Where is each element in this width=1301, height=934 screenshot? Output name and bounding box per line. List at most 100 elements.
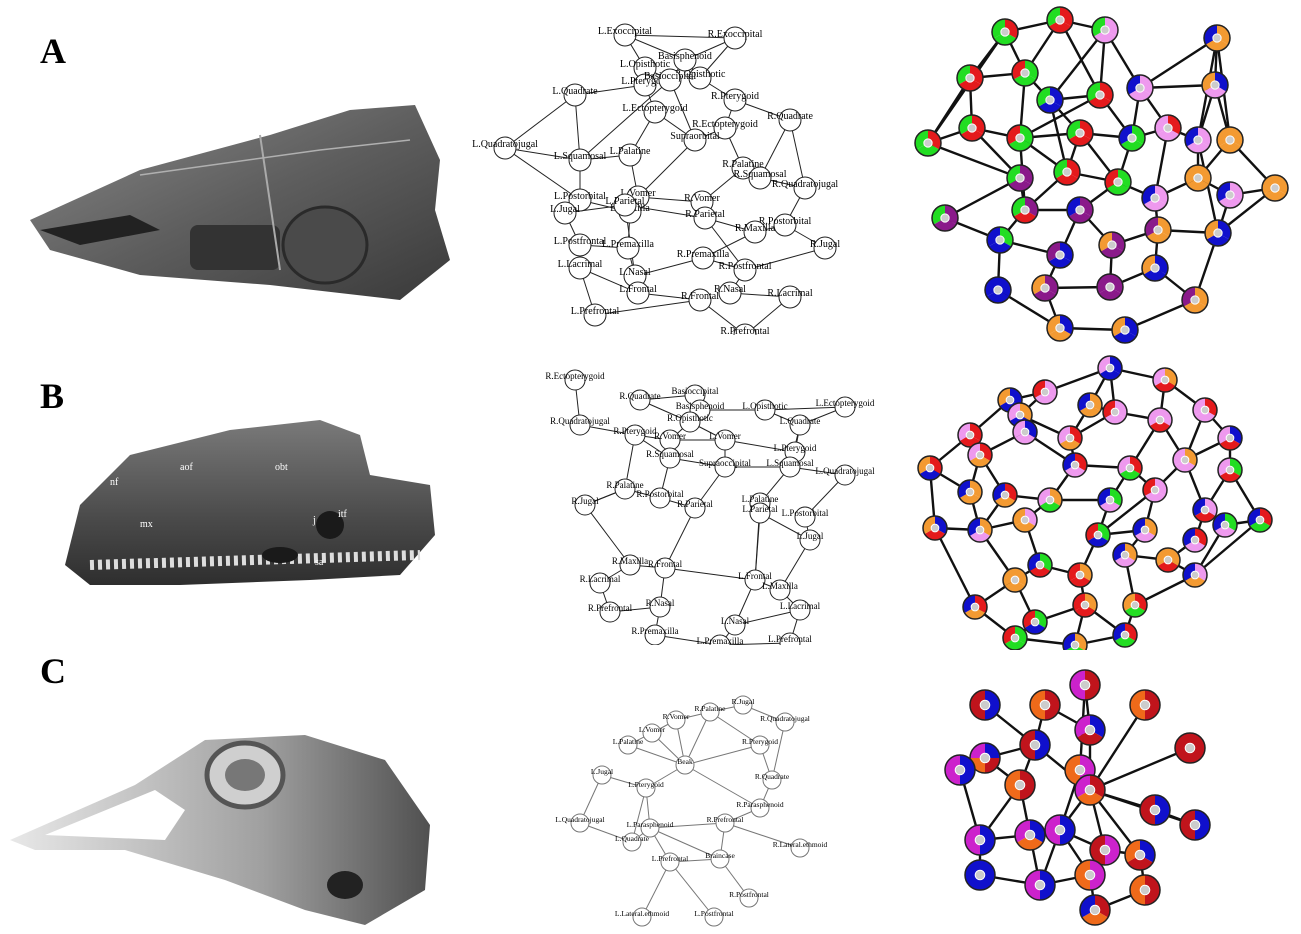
panel-b: B nf aof obt sq mx j itf sa R.Ectopteryg…	[0, 335, 1301, 645]
network-node: R.Maxilla	[612, 555, 648, 575]
network-node: L.Squamosal	[554, 149, 607, 171]
network-node-label: L.Quadratojugal	[815, 466, 875, 476]
network-node: R.Quadrate	[755, 771, 790, 789]
network-node-label: Supraoccipital	[699, 458, 751, 468]
module-node	[1148, 408, 1172, 432]
network-node-label: L.Quadratojugal	[555, 815, 604, 824]
network-node-label: L.Ectopterygoid	[622, 103, 687, 114]
module-node	[1025, 870, 1055, 900]
network-node-label: L.Jugal	[797, 531, 824, 541]
module-node	[1183, 563, 1207, 587]
network-node-label: Supraorbital	[670, 131, 720, 142]
network-node-label: L.Postfrontal	[554, 236, 607, 247]
network-node: L.Jugal	[550, 202, 580, 224]
network-node-label: L.Quadratojugal	[472, 139, 538, 150]
network-node-label: R.Squamosal	[646, 449, 694, 459]
network-node-label: L.Prefrontal	[652, 854, 688, 863]
network-node: R.Parasphenoid	[736, 799, 784, 817]
network-node-label: L.Exoccipital	[598, 26, 652, 37]
module-node	[1130, 690, 1160, 720]
module-node	[1047, 242, 1073, 268]
module-node	[932, 205, 958, 231]
module-node	[1193, 498, 1217, 522]
network-node-label: L.Jugal	[591, 767, 613, 776]
network-node: R.Postfrontal	[729, 889, 769, 907]
module-node	[1092, 17, 1118, 43]
module-node	[1067, 120, 1093, 146]
network-node-label: R.Postfrontal	[718, 261, 771, 272]
network-node: R.Postfrontal	[718, 259, 771, 281]
module-node	[1204, 25, 1230, 51]
module-node	[1202, 72, 1228, 98]
network-node-label: L.Lacrimal	[558, 259, 603, 270]
modularity-graph-b	[900, 350, 1300, 650]
module-node	[1130, 875, 1160, 905]
module-node	[1098, 356, 1122, 380]
module-node	[1075, 715, 1105, 745]
network-node-label: Braincase	[705, 851, 735, 860]
network-node: L.Quadrate	[615, 833, 650, 851]
network-node: R.Jugal	[810, 237, 841, 259]
module-node	[1097, 274, 1123, 300]
network-node: L.Jugal	[591, 766, 613, 784]
network-node-label: L.Vomer	[639, 725, 666, 734]
skull-label: nf	[110, 477, 119, 488]
module-node	[1142, 185, 1168, 211]
module-node	[1020, 730, 1050, 760]
module-node	[1127, 75, 1153, 101]
module-node	[1032, 275, 1058, 301]
network-node: Supraoccipital	[699, 457, 751, 477]
module-node	[1180, 810, 1210, 840]
network-node-label: R.Lacrimal	[767, 288, 812, 299]
network-node-label: R.Pterygoid	[613, 426, 657, 436]
network-node: Beak	[676, 756, 694, 774]
network-node: R.Nasal	[646, 597, 675, 617]
network-node: R.Parietal	[677, 498, 713, 518]
network-node: L.Premaxilla	[602, 237, 654, 259]
network-node: R.Quadratojugal	[550, 415, 610, 435]
skull-label: obt	[275, 462, 288, 473]
network-node: R.Frontal	[648, 558, 683, 578]
network-node-label: R.Parietal	[685, 209, 725, 220]
module-node	[992, 19, 1018, 45]
module-node	[1033, 380, 1057, 404]
network-node-label: L.Lacrimal	[780, 601, 821, 611]
module-node	[957, 65, 983, 91]
network-node: R.Quadratojugal	[772, 177, 839, 199]
network-node-label: R.Postfrontal	[729, 890, 769, 899]
module-node	[1028, 553, 1052, 577]
module-node	[1217, 127, 1243, 153]
network-node-label: R.Frontal	[681, 291, 719, 302]
network-node: R.Quadrate	[619, 390, 660, 410]
network-node: R.Prefrontal	[720, 324, 769, 335]
module-node	[968, 518, 992, 542]
network-node-label: L.Nasal	[721, 616, 750, 626]
module-node	[1058, 426, 1082, 450]
network-node: R.Jugal	[571, 495, 599, 515]
module-node	[1037, 87, 1063, 113]
network-node-label: R.Palatine	[694, 704, 726, 713]
module-node	[1047, 7, 1073, 33]
skull-label: sa	[315, 557, 324, 568]
network-node-label: L.Postorbital	[554, 191, 606, 202]
network-node-label: R.Maxilla	[735, 223, 776, 234]
network-node: R.Lateral.ethmoid	[773, 839, 828, 857]
network-node-label: R.Postorbital	[636, 489, 684, 499]
network-node-label: Basisphenoid	[676, 401, 725, 411]
module-node	[1213, 513, 1237, 537]
modularity-graph-c	[940, 660, 1240, 929]
network-node-label: R.Exoccipital	[708, 29, 763, 40]
network-node-label: R.Quadratojugal	[760, 714, 810, 723]
module-node	[1075, 860, 1105, 890]
network-node-label: L.Frontal	[738, 571, 772, 581]
network-node-label: L.Ectopterygoid	[816, 398, 875, 408]
module-node	[1045, 815, 1075, 845]
network-node-label: R.Parasphenoid	[736, 800, 784, 809]
network-node: R.Premaxilla	[631, 625, 678, 645]
module-node	[1262, 175, 1288, 201]
module-node	[1185, 127, 1211, 153]
skull-label: sq	[370, 459, 379, 470]
module-node	[1087, 82, 1113, 108]
panel-a: A L.ExoccipitalR.ExoccipitalL.Opisthotic…	[0, 0, 1301, 335]
network-node-label: R.Opisthotic	[667, 413, 713, 423]
